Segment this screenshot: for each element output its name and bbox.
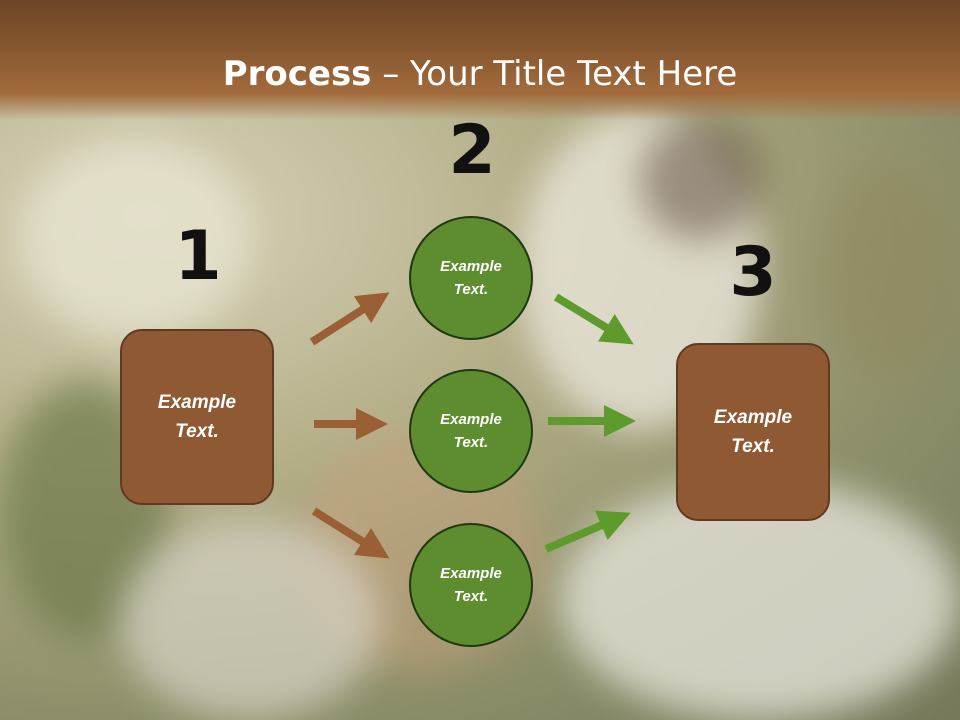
arrow-1-to-2a (309, 292, 390, 346)
title-bar (0, 0, 960, 120)
step-3-text: Example Text. (713, 407, 793, 457)
step-2-circle-middle-text: Example Text. (440, 411, 502, 451)
step-3-box: Example Text. (676, 343, 830, 521)
title-rest: – Your Title Text Here (371, 54, 738, 94)
step-2-circle-middle: Example Text. (409, 369, 533, 493)
slide-title: Process – Your Title Text Here (0, 52, 960, 96)
arrow-2c-to-3 (544, 510, 631, 553)
title-bold: Process (222, 54, 372, 94)
step-2-number: 2 (448, 111, 496, 190)
step-1-box: Example Text. (120, 329, 274, 505)
arrow-1-to-2c (311, 507, 390, 559)
step-1-number: 1 (174, 217, 222, 296)
step-2-circle-bottom: Example Text. (409, 523, 533, 647)
step-2-circle-top: Example Text. (409, 216, 533, 340)
step-3-number: 3 (729, 233, 777, 312)
step-2-circle-bottom-text: Example Text. (440, 565, 502, 605)
step-1-text: Example Text. (157, 392, 237, 442)
arrow-2a-to-3 (553, 293, 634, 345)
step-2-circle-top-text: Example Text. (440, 258, 502, 298)
